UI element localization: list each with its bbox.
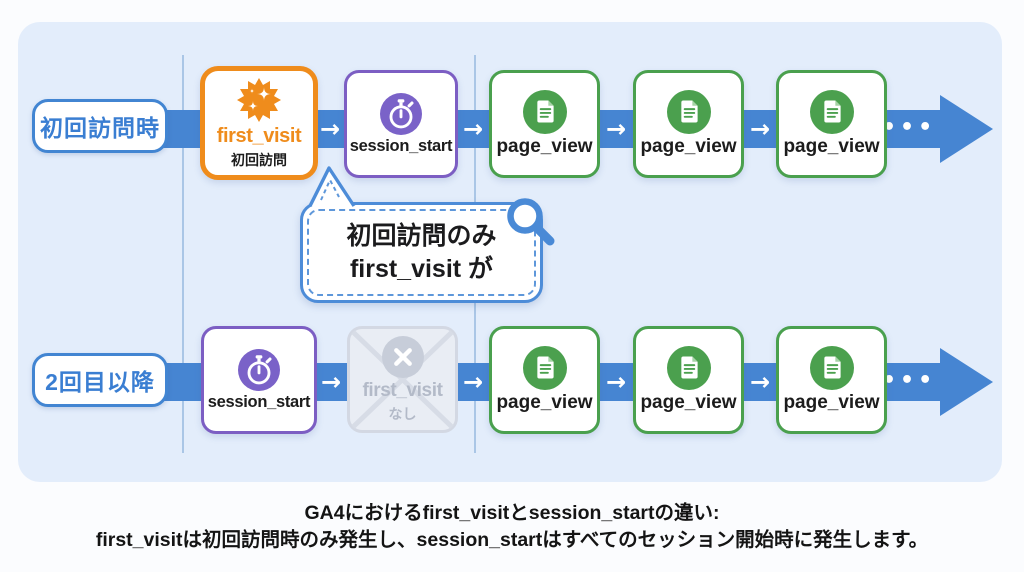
- event-name: page_view: [640, 136, 737, 157]
- event-sub-label: 初回訪問: [231, 151, 287, 168]
- callout-bubble: 初回訪問のみ first_visit が: [300, 202, 543, 303]
- callout-text-line1: 初回訪問のみ: [346, 221, 497, 250]
- event-name: page_view: [496, 136, 593, 157]
- document-icon: [809, 90, 854, 134]
- callout-text-line2: first_visit が: [349, 254, 494, 283]
- row-label-first-visit: 初回訪問時: [32, 99, 168, 153]
- event-name: page_view: [640, 392, 737, 413]
- row-label-repeat-visit: 2回目以降: [32, 353, 168, 407]
- callout-tail: [308, 166, 356, 207]
- timeline-arrowhead: [940, 348, 993, 416]
- arrow-icon: →: [320, 368, 342, 396]
- event-name: first_visit: [216, 124, 302, 147]
- arrow-icon: →: [462, 368, 484, 396]
- event-name: first_visit: [362, 379, 443, 401]
- document-icon: [522, 90, 567, 134]
- event-node-page-view: page_view: [776, 326, 887, 434]
- event-node-session-start: session_start: [201, 326, 317, 434]
- event-name: page_view: [783, 392, 880, 413]
- event-name: session_start: [207, 392, 311, 411]
- stopwatch-icon: [380, 92, 422, 135]
- divider-line-left: [182, 55, 184, 453]
- stopwatch-icon: [238, 348, 280, 391]
- document-icon: [522, 346, 567, 390]
- document-icon: [666, 346, 711, 390]
- document-icon: [666, 90, 711, 134]
- arrow-icon: →: [319, 115, 341, 143]
- timeline-arrowhead: [940, 95, 993, 163]
- event-node-session-start: session_start: [344, 70, 458, 178]
- ellipsis-dots: •••: [882, 368, 937, 393]
- event-node-page-view: page_view: [489, 70, 600, 178]
- event-name: session_start: [349, 136, 453, 155]
- event-node-page-view: page_view: [489, 326, 600, 434]
- event-node-first-visit-disabled: first_visit なし: [347, 326, 458, 433]
- caption: GA4におけるfirst_visitとsession_startの違い: fir…: [0, 500, 1024, 554]
- event-node-page-view: page_view: [633, 70, 744, 178]
- arrow-icon: →: [749, 115, 771, 143]
- arrow-icon: →: [605, 115, 627, 143]
- cross-circle-icon: [381, 335, 424, 378]
- starburst-icon: [236, 77, 282, 123]
- arrow-icon: →: [462, 115, 484, 143]
- event-name: page_view: [783, 136, 880, 157]
- crossed-out-icon: [351, 330, 454, 429]
- document-icon: [809, 346, 854, 390]
- magnifier-icon: [507, 198, 555, 246]
- caption-line1: GA4におけるfirst_visitとsession_startの違い:: [304, 502, 720, 524]
- event-node-page-view: page_view: [633, 326, 744, 434]
- event-node-first-visit: first_visit 初回訪問: [200, 66, 318, 180]
- ellipsis-dots: •••: [882, 115, 937, 140]
- event-node-page-view: page_view: [776, 70, 887, 178]
- arrow-icon: →: [605, 368, 627, 396]
- arrow-icon: →: [749, 368, 771, 396]
- event-name: page_view: [496, 392, 593, 413]
- caption-line2: first_visitは初回訪問時のみ発生し、session_startはすべて…: [95, 529, 929, 551]
- event-sub-label: なし: [388, 405, 417, 422]
